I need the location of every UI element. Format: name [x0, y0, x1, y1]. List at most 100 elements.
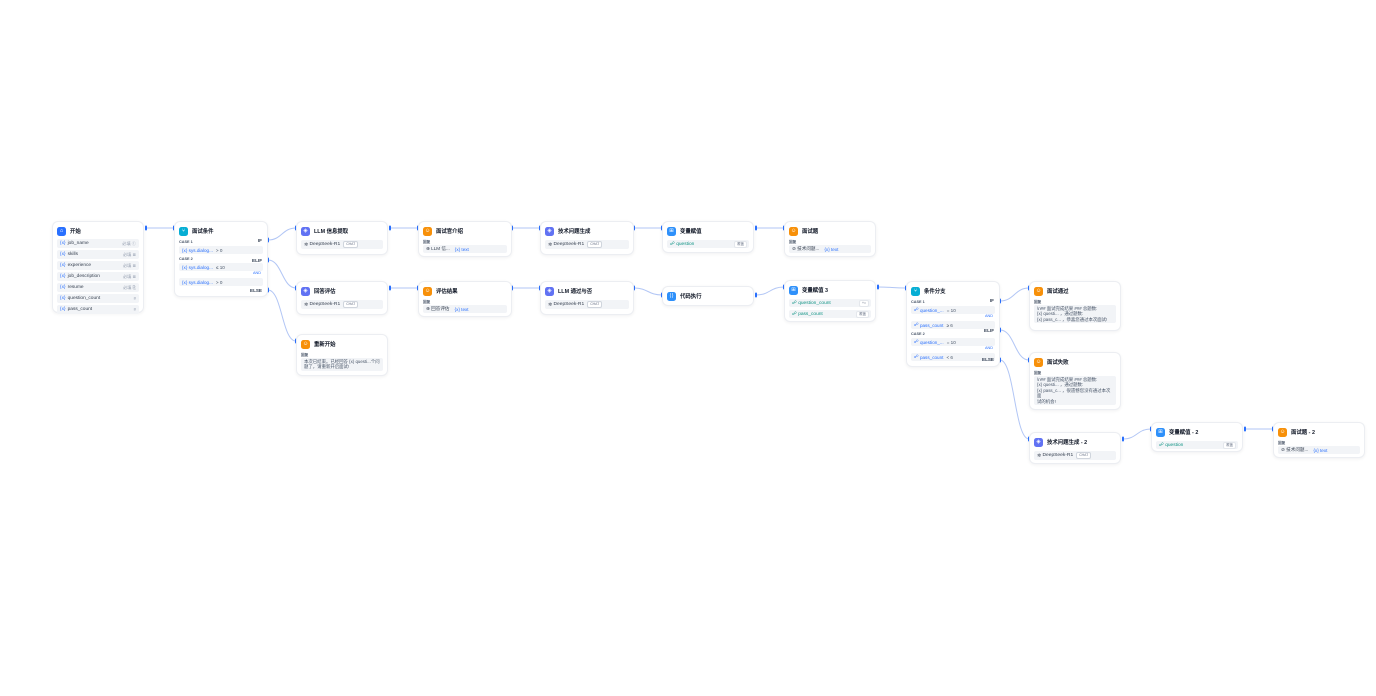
connection-handle[interactable]	[1244, 426, 1246, 432]
answer-icon: ☺	[423, 286, 432, 296]
interview-failed-node[interactable]: ☺面试失败 回复 \n## 面试完成结果 ### 总题数: {x} questi…	[1029, 352, 1121, 410]
node-title: 面试失败	[1047, 360, 1069, 366]
edge-line[interactable]	[877, 286, 907, 289]
branch-elif-label: ELIF	[252, 258, 262, 263]
condition-row[interactable]: ☍ pass_count≥ 6	[911, 321, 995, 329]
connection-handle[interactable]	[877, 284, 879, 290]
answer-icon: ☺	[301, 339, 310, 349]
input-variable-row[interactable]: {x}question_count#	[57, 294, 139, 303]
connection-handle[interactable]	[1122, 436, 1124, 442]
answer-icon: ☺	[1034, 357, 1043, 367]
reply-label: 回复	[1034, 371, 1042, 375]
interview-passed-node[interactable]: ☺面试通过 回复 \n## 面试完成结果 ### 总题数: {x} questi…	[1029, 281, 1121, 331]
node-title: 面试题 - 2	[1291, 430, 1315, 436]
assign-row[interactable]: ☍ question_count+=	[789, 299, 871, 307]
mode-badge: CHAT	[587, 301, 603, 308]
reply-reference[interactable]: ⊕ 回答评估{x} text	[423, 305, 507, 313]
interview-question-node[interactable]: ☺面试题 回复 ⊘ 技术问题...{x} text	[784, 221, 876, 257]
model-icon: ✲	[548, 302, 554, 308]
connection-handle[interactable]	[755, 292, 757, 298]
edge-line[interactable]	[755, 286, 785, 296]
variable-icon: ☍	[792, 311, 799, 317]
condition-row[interactable]: {x} sys.dialog...≤ 10	[179, 263, 263, 271]
reply-reference[interactable]: ⊘ 技术问题...{x} text	[1278, 446, 1360, 454]
connection-handle[interactable]	[389, 225, 391, 231]
condition-branch-node[interactable]: ⑂条件分支 CASE 1 ☍ question_...= 10 AND ☍ pa…	[906, 281, 1000, 367]
edge-line[interactable]	[999, 359, 1030, 440]
edge-line[interactable]	[999, 287, 1030, 302]
connection-handle[interactable]	[755, 225, 757, 231]
llm-icon: ◈	[301, 226, 310, 236]
condition-row[interactable]: ☍ question_...= 10	[911, 306, 995, 314]
node-title: 条件分支	[924, 289, 946, 295]
edge-line[interactable]	[1122, 428, 1152, 440]
input-variable-row[interactable]: {x}pass_count#	[57, 305, 139, 314]
edge-line[interactable]	[267, 259, 297, 289]
interviewer-intro-node[interactable]: ☺面试官介绍 回复 ⊕ LLM 信...{x} text	[418, 221, 512, 257]
home-icon: ⌂	[57, 226, 66, 236]
interview-question-2-node[interactable]: ☺面试题 - 2 回复 ⊘ 技术问题...{x} text	[1273, 422, 1365, 458]
answer-icon: ☺	[789, 226, 798, 236]
reply-reference[interactable]: ⊕ LLM 信...{x} text	[423, 245, 507, 253]
llm-icon: ◈	[301, 286, 310, 296]
model-icon: ✲	[304, 242, 310, 248]
logic-operator[interactable]: AND	[984, 314, 993, 318]
evaluation-result-node[interactable]: ☺评估结果 回复 ⊕ 回答评估{x} text	[418, 281, 512, 317]
connection-handle[interactable]	[145, 225, 147, 231]
reply-reference[interactable]: ⊘ 技术问题...{x} text	[789, 245, 871, 253]
logic-operator[interactable]: AND	[984, 346, 993, 350]
variable-icon: {x}	[60, 274, 66, 279]
branch-else-label: ELSE	[982, 357, 994, 362]
edge-line[interactable]	[267, 227, 297, 241]
node-title: 面试官介绍	[436, 229, 463, 235]
node-title: 变量赋值	[680, 229, 702, 235]
edge-line[interactable]	[633, 287, 663, 296]
condition-row[interactable]: {x} sys.dialog...> 0	[179, 246, 263, 254]
variable-icon: ☍	[914, 307, 920, 312]
variable-icon: {x}	[60, 241, 66, 246]
reply-template: 本次已结束。已经回答 {x} questi...个问题了，请重新开启面试!	[301, 358, 383, 371]
variable-icon: {x}	[60, 252, 66, 257]
reply-label: 回复	[1278, 441, 1286, 445]
condition-row[interactable]: {x} sys.dialog...> 0	[179, 278, 263, 286]
logic-operator[interactable]: AND	[252, 271, 261, 275]
answer-icon: ☺	[1034, 286, 1043, 296]
interview-condition-node[interactable]: ⑂面试条件 CASE 1 {x} sys.dialog...> 0 CASE 2…	[174, 221, 268, 297]
edge-line[interactable]	[999, 329, 1030, 361]
mode-badge: CHAT	[343, 241, 359, 248]
condition-row[interactable]: ☍ question_...= 10	[911, 338, 995, 346]
source-icon: ⊘	[792, 246, 798, 251]
connection-handle[interactable]	[389, 285, 391, 291]
code-icon: ⟨⟩	[667, 291, 676, 301]
reply-label: 回复	[301, 353, 309, 357]
branch-elif-label: ELIF	[984, 328, 994, 333]
restart-answer-node[interactable]: ☺重新开始 回复 本次已结束。已经回答 {x} questi...个问题了，请重…	[296, 334, 388, 376]
edge-line[interactable]	[267, 289, 297, 342]
code-execution-node[interactable]: ⟨⟩代码执行	[662, 286, 754, 306]
condition-row[interactable]: ☍ pass_count< 6	[911, 353, 995, 361]
